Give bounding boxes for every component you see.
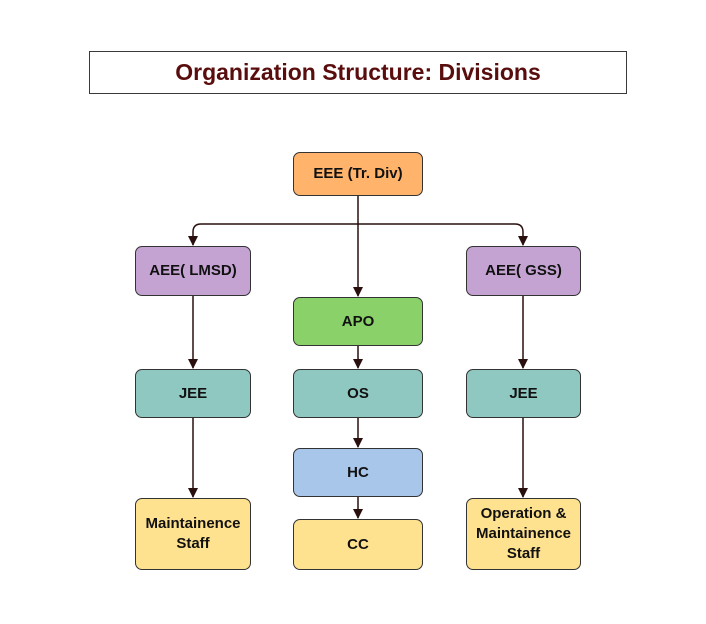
diagram-title: Organization Structure: Divisions [175, 59, 541, 85]
node-om-staff: Operation & Maintainence Staff [466, 498, 581, 570]
node-aee-gss: AEE( GSS) [466, 246, 581, 296]
node-eee: EEE (Tr. Div) [293, 152, 423, 196]
edge-eee-aee-gss [358, 223, 528, 246]
node-maint-staff: Maintainence Staff [135, 498, 251, 570]
diagram-title-box: Organization Structure: Divisions [89, 51, 627, 94]
node-hc: HC [293, 448, 423, 497]
edge-eee-aee-lmsd [188, 223, 358, 246]
node-os: OS [293, 369, 423, 418]
node-cc: CC [293, 519, 423, 570]
node-jee-left: JEE [135, 369, 251, 418]
node-apo: APO [293, 297, 423, 346]
node-jee-right: JEE [466, 369, 581, 418]
node-aee-lmsd: AEE( LMSD) [135, 246, 251, 296]
